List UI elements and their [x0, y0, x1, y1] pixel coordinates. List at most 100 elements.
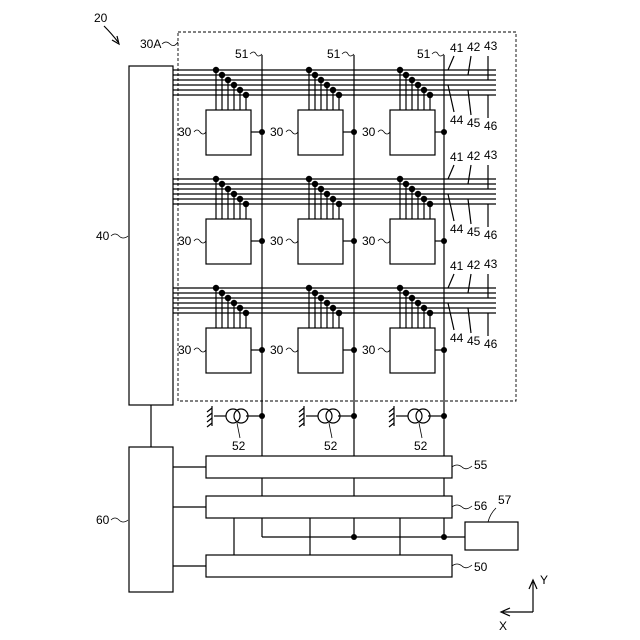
row-line-label-bottom: 46	[484, 228, 498, 242]
ground-hatch	[207, 413, 212, 417]
row-line-leader	[448, 194, 454, 221]
pixel-label-leader	[194, 130, 206, 134]
junction-dot	[409, 77, 415, 83]
junction-dot	[351, 129, 357, 135]
junction-dot	[324, 82, 330, 88]
array-label-leader	[162, 42, 178, 46]
current-source-label: 52	[232, 439, 246, 453]
bar-55-label: 55	[474, 458, 488, 472]
ground-hatch	[299, 408, 304, 412]
junction-dot	[330, 305, 336, 311]
junction-dot	[336, 92, 342, 98]
current-source-icon	[408, 409, 422, 423]
pixel-30	[298, 110, 343, 155]
column-line-label: 51	[327, 47, 341, 61]
junction-dot	[231, 191, 237, 197]
row-line-label-top: 42	[467, 40, 481, 54]
row-line-leader	[448, 274, 454, 288]
row-line-leader	[468, 308, 471, 333]
block-57	[465, 522, 518, 550]
block-40	[129, 66, 173, 405]
junction-dot	[213, 176, 219, 182]
junction-dot	[409, 186, 415, 192]
junction-dot	[336, 201, 342, 207]
junction-dot	[351, 347, 357, 353]
junction-dot	[415, 300, 421, 306]
block-40-leader	[111, 234, 128, 238]
ground-hatch	[207, 418, 212, 422]
pixel-label-leader	[286, 130, 298, 134]
junction-dot	[441, 238, 447, 244]
junction-dot	[403, 290, 409, 296]
row-line-label-top: 42	[467, 258, 481, 272]
current-source-leader	[329, 423, 332, 438]
junction-dot	[312, 72, 318, 78]
pixel-label: 30	[362, 343, 376, 357]
pixel-label-leader	[378, 348, 390, 352]
pixel-30	[206, 328, 251, 373]
junction-dot	[351, 238, 357, 244]
junction-dot	[336, 310, 342, 316]
junction-dot	[259, 238, 265, 244]
array-label: 30A	[140, 37, 161, 51]
ground-hatch	[299, 413, 304, 417]
junction-dot	[231, 82, 237, 88]
row-line-label-top: 42	[467, 149, 481, 163]
block-57-leader	[488, 508, 496, 522]
junction-dot	[330, 87, 336, 93]
row-line-label-top: 43	[484, 148, 498, 162]
row-line-leader	[468, 90, 471, 115]
junction-dot	[259, 413, 265, 419]
row-line-label-bottom: 45	[467, 334, 481, 348]
junction-dot	[409, 295, 415, 301]
row-line-label-bottom: 44	[450, 222, 464, 236]
ground-hatch	[207, 423, 212, 427]
junction-dot	[324, 191, 330, 197]
junction-dot	[351, 534, 357, 540]
row-line-label-top: 43	[484, 257, 498, 271]
junction-dot	[219, 181, 225, 187]
block-60-label: 60	[96, 513, 110, 527]
junction-dot	[441, 413, 447, 419]
row-line-leader	[448, 165, 454, 179]
junction-dot	[231, 300, 237, 306]
y-axis-label: Y	[540, 573, 548, 587]
pixel-label-leader	[194, 348, 206, 352]
pixel-30	[206, 110, 251, 155]
block-40-label: 40	[96, 229, 110, 243]
row-line-leader	[448, 303, 454, 330]
pixel-label-leader	[286, 239, 298, 243]
junction-dot	[397, 176, 403, 182]
junction-dot	[318, 77, 324, 83]
junction-dot	[237, 87, 243, 93]
junction-dot	[441, 129, 447, 135]
pixel-30	[206, 219, 251, 264]
ground-hatch	[207, 408, 212, 412]
ground-hatch	[389, 423, 394, 427]
junction-dot	[306, 176, 312, 182]
current-source-label: 52	[414, 439, 428, 453]
pixel-30	[390, 328, 435, 373]
block-60	[129, 447, 173, 592]
bar-55	[206, 456, 452, 478]
bar-56-leader	[452, 505, 472, 509]
junction-dot	[397, 67, 403, 73]
row-line-leader	[448, 56, 454, 70]
bar-55-leader	[452, 465, 472, 469]
pixel-30	[390, 219, 435, 264]
current-source-leader	[237, 423, 240, 438]
junction-dot	[330, 196, 336, 202]
bar-50	[206, 555, 452, 577]
current-source-label: 52	[324, 439, 338, 453]
junction-dot	[259, 347, 265, 353]
column-line-label: 51	[235, 47, 249, 61]
ground-hatch	[299, 418, 304, 422]
column-line-leader	[432, 52, 444, 56]
row-line-label-bottom: 46	[484, 337, 498, 351]
junction-dot	[225, 295, 231, 301]
current-source-icon	[318, 409, 332, 423]
column-line-label: 51	[417, 47, 431, 61]
junction-dot	[306, 67, 312, 73]
pixel-label: 30	[270, 343, 284, 357]
